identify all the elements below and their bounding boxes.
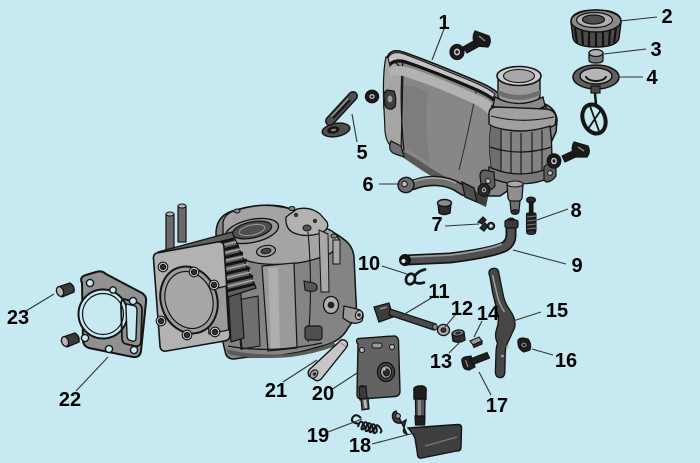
svg-text:14: 14 xyxy=(477,303,500,325)
svg-text:15: 15 xyxy=(546,300,568,322)
svg-text:11: 11 xyxy=(428,281,449,303)
svg-text:12: 12 xyxy=(451,298,473,320)
svg-text:23: 23 xyxy=(7,307,29,329)
svg-text:7: 7 xyxy=(431,214,442,236)
svg-text:21: 21 xyxy=(265,380,287,402)
svg-text:3: 3 xyxy=(650,39,661,61)
svg-text:1: 1 xyxy=(438,12,449,34)
svg-text:17: 17 xyxy=(486,395,508,417)
svg-text:20: 20 xyxy=(312,383,334,405)
svg-text:16: 16 xyxy=(555,350,577,372)
svg-text:4: 4 xyxy=(646,67,658,89)
svg-text:5: 5 xyxy=(356,142,367,164)
svg-text:19: 19 xyxy=(307,425,329,447)
svg-text:22: 22 xyxy=(59,389,81,411)
svg-text:8: 8 xyxy=(570,200,581,222)
svg-text:6: 6 xyxy=(362,174,373,196)
svg-text:10: 10 xyxy=(358,253,380,275)
svg-text:18: 18 xyxy=(349,435,371,457)
svg-text:9: 9 xyxy=(571,255,582,277)
svg-text:2: 2 xyxy=(661,6,672,28)
svg-text:13: 13 xyxy=(430,351,452,373)
